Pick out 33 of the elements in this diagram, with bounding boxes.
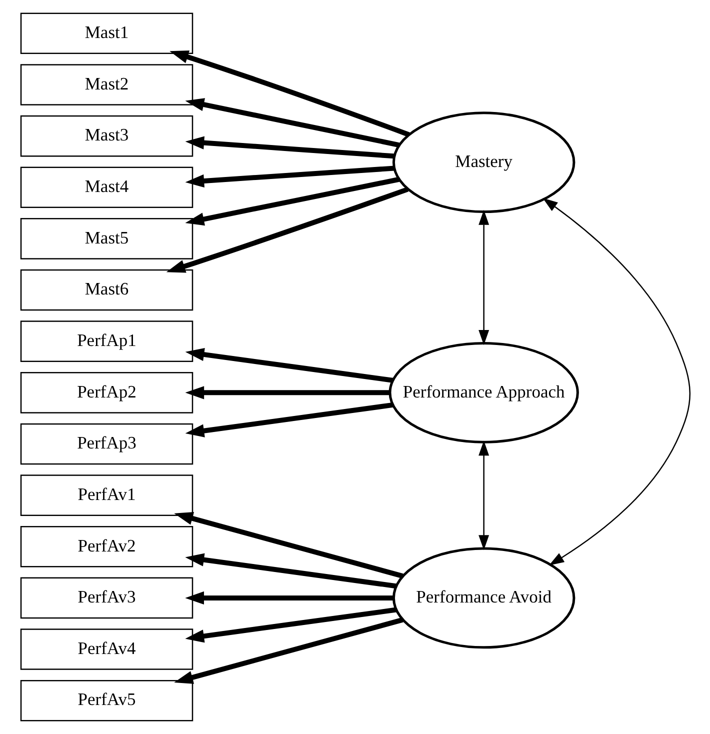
arrow bbox=[184, 402, 393, 438]
node-ellipse: Performance Approach bbox=[388, 342, 578, 444]
node-box: PerfAp1 bbox=[20, 320, 193, 362]
arrow bbox=[184, 591, 393, 605]
arrow bbox=[184, 386, 390, 400]
arrow bbox=[184, 98, 399, 148]
node-box: Mast2 bbox=[20, 64, 193, 106]
node-box: PerfAv3 bbox=[20, 577, 193, 619]
arrow bbox=[184, 176, 399, 226]
node-box: Mast5 bbox=[20, 218, 193, 260]
arrow bbox=[184, 553, 396, 589]
node-box: PerfAp2 bbox=[20, 372, 193, 414]
arrow bbox=[478, 210, 489, 346]
node-box: PerfAv4 bbox=[20, 628, 193, 670]
arrow bbox=[174, 512, 403, 578]
arrow bbox=[169, 50, 410, 138]
arrow bbox=[166, 186, 408, 273]
node-box: Mast1 bbox=[20, 12, 193, 54]
node-box: PerfAv1 bbox=[20, 474, 193, 516]
node-box: PerfAv2 bbox=[20, 526, 193, 568]
node-ellipse: Performance Avoid bbox=[392, 547, 575, 649]
arrow bbox=[184, 607, 396, 643]
arrow bbox=[184, 166, 394, 188]
arrow bbox=[542, 198, 690, 566]
arrow bbox=[478, 440, 489, 550]
node-box: Mast3 bbox=[20, 115, 193, 157]
arrow bbox=[184, 348, 393, 383]
node-box: PerfAp3 bbox=[20, 423, 193, 465]
arrow bbox=[184, 136, 394, 159]
arrow bbox=[174, 617, 403, 684]
node-box: PerfAv5 bbox=[20, 680, 193, 722]
node-box: Mast6 bbox=[20, 269, 193, 311]
node-box: Mast4 bbox=[20, 166, 193, 208]
